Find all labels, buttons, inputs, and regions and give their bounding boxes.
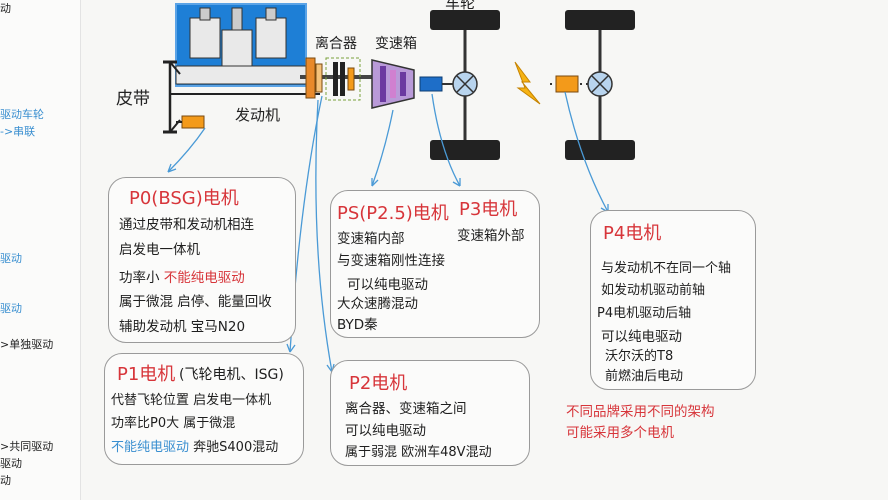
p0-line-4: 属于微混 启停、能量回收 xyxy=(119,294,272,310)
p1-title: P1电机 xyxy=(117,364,176,385)
belt-system xyxy=(163,60,320,134)
strip-text-7: 驱动 xyxy=(0,457,22,470)
left-page-strip: 动 驱动车轮 ->串联 驱动 驱动 >单独驱动 >共同驱动 驱动 动 xyxy=(0,0,81,500)
p4-line-4: 沃尔沃的T8 xyxy=(605,349,674,364)
clutch-label: 离合器 xyxy=(315,36,357,52)
p4-line-3: P4电机驱动后轴 xyxy=(597,306,692,321)
gearbox xyxy=(371,59,415,109)
p2-box: P2电机 离合器、变速箱之间 可以纯电驱动 属于弱混 欧洲车48V混动 xyxy=(330,360,530,466)
p2-line-3: 属于弱混 欧洲车48V混动 xyxy=(345,445,492,460)
note-1: 不同品牌采用不同的架构 xyxy=(566,404,715,420)
ps-line-1: 变速箱内部 xyxy=(337,231,405,247)
strip-text-2: ->串联 xyxy=(0,125,36,138)
strip-text-1: 驱动车轮 xyxy=(0,108,44,121)
strip-text-3: 驱动 xyxy=(0,252,22,265)
rear-axle xyxy=(550,10,635,160)
p1-box: P1电机 (飞轮电机、ISG) 代替飞轮位置 启发电一体机 功率比P0大 属于微… xyxy=(104,353,304,465)
strip-text-4: 驱动 xyxy=(0,302,22,315)
p0-line-3a: 功率小 xyxy=(119,270,164,286)
p4-blue-line: 可以纯电驱动 xyxy=(601,329,682,345)
p2-line-1: 离合器、变速箱之间 xyxy=(345,401,467,417)
p0-box: P0(BSG)电机 通过皮带和发动机相连 启发电一体机 功率小 不能纯电驱动 属… xyxy=(108,177,296,343)
engine-block xyxy=(175,3,307,87)
p3-line: 变速箱外部 xyxy=(457,228,525,244)
ps-p3-box: PS(P2.5)电机 P3电机 变速箱外部 变速箱内部 与变速箱刚性连接 可以纯… xyxy=(330,190,540,338)
p0-line-1: 通过皮带和发动机相连 xyxy=(119,217,254,233)
p1-line-2: 功率比P0大 属于微混 xyxy=(111,416,236,431)
gearbox-label: 变速箱 xyxy=(375,36,417,52)
wheel-label: 车轮 xyxy=(445,0,476,12)
p1-line-3b: 奔驰S400混动 xyxy=(189,440,279,455)
front-axle xyxy=(430,10,500,160)
p0-line-2: 启发电一体机 xyxy=(119,242,200,258)
clutch xyxy=(325,57,361,101)
strip-text-8: 动 xyxy=(0,474,11,487)
ps-line-2: 与变速箱刚性连接 xyxy=(337,253,445,269)
p1-line-1: 代替飞轮位置 启发电一体机 xyxy=(111,393,272,408)
p3-title: P3电机 xyxy=(459,199,518,220)
ps-blue-line: 可以纯电驱动 xyxy=(347,277,428,293)
p0-title: P0(BSG)电机 xyxy=(129,188,239,209)
p1-line-3: 不能纯电驱动 奔驰S400混动 xyxy=(111,436,278,455)
ps-line-4: BYD秦 xyxy=(337,317,378,333)
ps-title: PS(P2.5)电机 xyxy=(337,203,449,224)
p1-line-3a: 不能纯电驱动 xyxy=(111,440,190,455)
belt-label: 皮带 xyxy=(116,89,150,109)
p4-line-1: 与发动机不在同一个轴 xyxy=(601,261,732,276)
p4-line-2: 如发动机驱动前轴 xyxy=(601,283,706,298)
p0-line-5: 辅助发动机 宝马N20 xyxy=(119,319,246,335)
p0-line-3: 功率小 不能纯电驱动 xyxy=(119,266,245,286)
p4-title: P4电机 xyxy=(603,223,662,244)
engine-label: 发动机 xyxy=(235,106,281,124)
strip-text-5: >单独驱动 xyxy=(0,338,54,351)
p4-line-5: 前燃油后电动 xyxy=(605,369,684,384)
note-2: 可能采用多个电机 xyxy=(566,425,674,441)
p2-blue-line: 可以纯电驱动 xyxy=(345,423,426,439)
ps-line-3: 大众速腾混动 xyxy=(337,296,418,312)
strip-text-0: 动 xyxy=(0,2,11,15)
p2-title: P2电机 xyxy=(349,373,408,394)
p0-line-3b: 不能纯电驱动 xyxy=(163,270,245,286)
p4-box: P4电机 与发动机不在同一个轴 如发动机驱动前轴 P4电机驱动后轴 可以纯电驱动… xyxy=(590,210,756,390)
p1-subtitle: (飞轮电机、ISG) xyxy=(179,367,284,383)
strip-text-6: >共同驱动 xyxy=(0,440,54,453)
